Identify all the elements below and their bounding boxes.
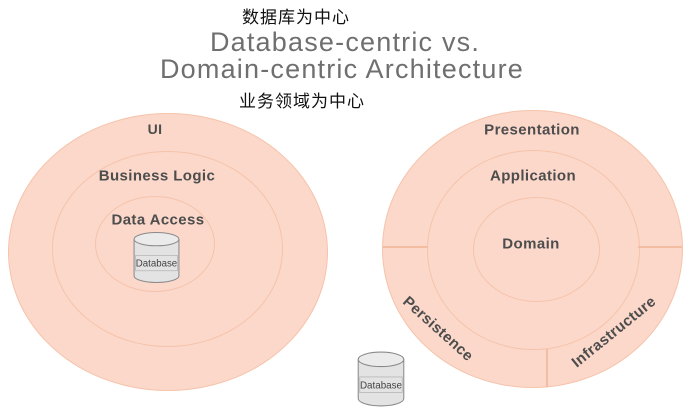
segment-divider-left: [383, 246, 428, 248]
business-logic-layer-label: Business Logic: [98, 167, 216, 185]
ui-layer-label: UI: [147, 121, 163, 137]
page-title-line2: Domain-centric Architecture: [159, 54, 525, 84]
page-title-line1: Database-centric vs.: [209, 27, 481, 57]
domain-layer-label: Domain: [502, 235, 560, 253]
domain-centric-chinese-caption: 业务领域为中心: [239, 92, 365, 111]
data-access-layer-label: Data Access: [111, 211, 205, 229]
segment-divider-right: [638, 246, 682, 248]
external-database-cylinder-icon: Database: [357, 351, 405, 407]
database-cylinder-icon: Database: [133, 232, 180, 283]
presentation-layer-label: Presentation: [484, 121, 580, 139]
right-database-label: Database: [360, 380, 403, 391]
application-layer-label: Application: [489, 167, 577, 185]
left-database-label: Database: [136, 259, 177, 270]
right-inner-ring-domain: [473, 197, 600, 302]
segment-divider-bottom: [546, 349, 548, 387]
database-centric-chinese-caption: 数据库为中心: [242, 8, 350, 27]
